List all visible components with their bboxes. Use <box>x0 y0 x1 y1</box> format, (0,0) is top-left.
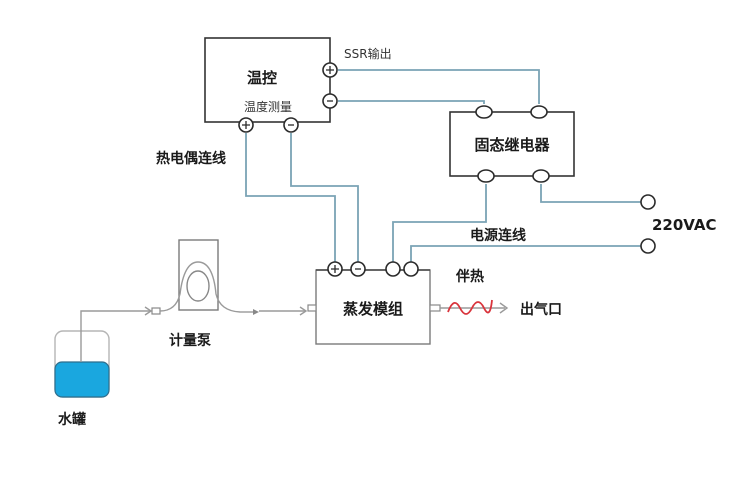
terminal-mains-1 <box>640 194 656 210</box>
wire-power-ssr-to-mains <box>540 184 641 203</box>
mains-voltage-label: 220VAC <box>652 216 717 234</box>
thermocouple-wiring-label: 热电偶连线 <box>156 150 226 167</box>
terminal-evap-power-2 <box>403 261 419 277</box>
water-tank: 水罐 <box>54 330 110 428</box>
terminal-ssr-out-positive <box>322 62 338 78</box>
temp-controller: 温控 温度测量 SSR输出 <box>204 37 392 133</box>
terminal-ssr-load-2 <box>532 169 550 183</box>
wire-thermocouple-positive <box>245 133 336 262</box>
evaporator-module: 蒸发模组 <box>307 261 441 345</box>
pump-label: 计量泵 <box>169 332 211 349</box>
wire-ssr-output-negative <box>338 100 485 104</box>
tank-label: 水罐 <box>58 411 86 428</box>
pump-inlet-fitting <box>151 307 161 315</box>
pump-housing <box>178 239 219 311</box>
metering-pump: 计量泵 <box>159 239 241 349</box>
ssr-title: 固态继电器 <box>474 136 550 154</box>
evaporator-title: 蒸发模组 <box>343 300 403 318</box>
mains-power: 220VAC <box>640 194 717 254</box>
wire-power-evaporator-to-mains <box>410 245 641 262</box>
temp-controller-title: 温控 <box>247 69 277 87</box>
heat-trace-label: 伴热 <box>455 268 484 285</box>
solid-state-relay: 固态继电器 <box>449 105 575 183</box>
terminal-mains-2 <box>640 238 656 254</box>
pipe-tank-to-pump <box>80 310 150 362</box>
wire-thermocouple-negative <box>290 133 359 262</box>
heat-trace: 伴热 <box>440 268 509 315</box>
temp-controller-box <box>204 37 331 123</box>
wire-power-ssr-to-evaporator <box>392 184 487 262</box>
evaporator-inlet <box>307 304 317 312</box>
outlet-arrow-icon <box>499 302 509 314</box>
terminal-ssr-in-2 <box>530 105 548 119</box>
terminal-evap-positive <box>327 261 343 277</box>
terminal-ssr-out-negative <box>322 93 338 109</box>
pump-out-arrow-icon <box>253 309 259 315</box>
outlet-label: 出气口 <box>520 301 562 318</box>
tank-water <box>54 361 110 398</box>
terminal-ssr-load-1 <box>477 169 495 183</box>
terminal-temp-negative <box>283 117 299 133</box>
pipe-arrow-icon <box>144 306 153 316</box>
terminal-evap-power-1 <box>385 261 401 277</box>
wire-ssr-output-positive <box>338 69 540 104</box>
evaporator-outlet <box>429 304 441 312</box>
terminal-ssr-in-1 <box>475 105 493 119</box>
pump-tube <box>159 261 241 313</box>
ssr-box <box>449 111 575 177</box>
pump-rotor-icon <box>186 270 210 302</box>
ssr-output-label: SSR输出 <box>344 46 392 61</box>
evaporator-inlet-arrow-icon <box>299 306 308 316</box>
terminal-evap-negative <box>350 261 366 277</box>
power-wiring-label: 电源连线 <box>470 227 526 244</box>
terminal-temp-positive <box>238 117 254 133</box>
heat-trace-wave-icon <box>447 299 493 315</box>
temp-measure-label: 温度测量 <box>244 99 292 114</box>
